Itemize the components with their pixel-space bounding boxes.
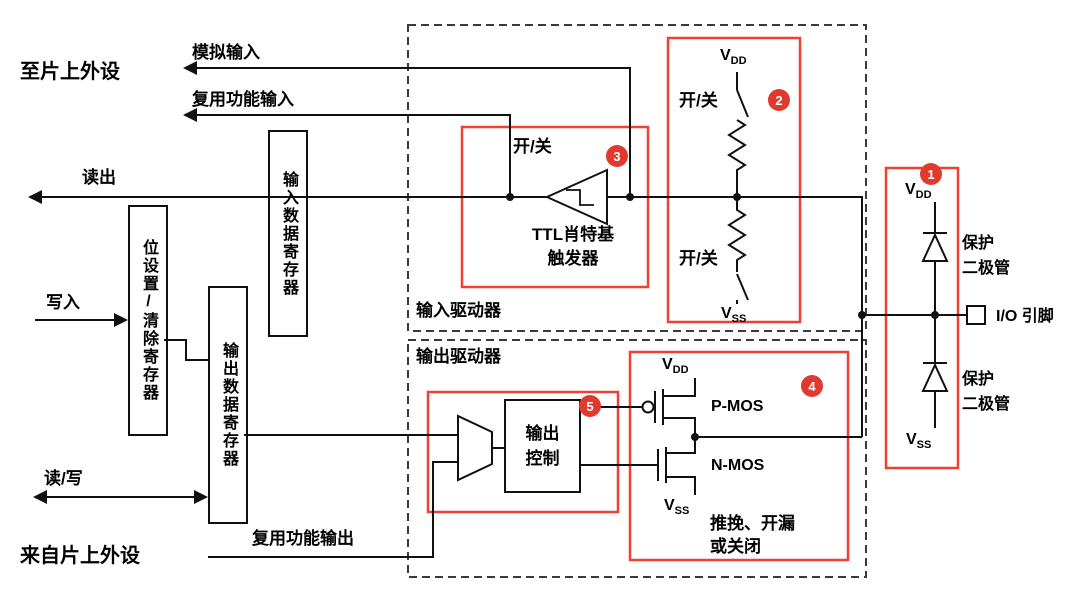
pull-up-down-network (727, 72, 749, 304)
nmos-transistor (657, 437, 696, 495)
protection-diode-top-label: 保护 二极管 (962, 235, 1011, 277)
signal-wires (30, 67, 967, 558)
badge-5: 5 (579, 395, 601, 417)
analog-input-label: 模拟输入 (192, 43, 260, 62)
multiplexer-symbol (457, 414, 493, 482)
write-in-label: 写入 (46, 293, 80, 312)
vss-label-diode: VSS (906, 431, 932, 452)
output-driver-outline (407, 339, 867, 578)
alt-func-output-label: 复用功能输出 (252, 529, 354, 548)
vdd-label-mos: VDD (662, 356, 689, 377)
protection-diodes (921, 202, 949, 428)
io-pin-pad (966, 305, 986, 325)
output-control-block (504, 399, 581, 493)
vdd-label-pull: VDD (720, 47, 747, 68)
on-off-pullup-label: 开/关 (679, 91, 718, 110)
schmitt-trigger-symbol (544, 168, 608, 226)
vdd-label-diode: VDD (905, 181, 932, 202)
on-off-trigger-label: 开/关 (513, 137, 552, 156)
io-pin-label: I/O 引脚 (996, 308, 1054, 325)
from-peripheral-label: 来自片上外设 (20, 545, 140, 567)
protection-diode-bottom-label: 保护 二极管 (962, 371, 1011, 413)
push-pull-label: 推挽、开漏 或关闭 (710, 514, 795, 556)
vss-label-mos: VSS (664, 497, 690, 518)
nmos-label: N-MOS (711, 457, 765, 474)
input-driver-outline (407, 24, 867, 332)
input-driver-label: 输入驱动器 (416, 301, 501, 320)
badge-2: 2 (768, 89, 790, 111)
output-control-red-box (426, 390, 620, 514)
bit-set-clear-register: 位设置/清除寄存器 (128, 205, 168, 436)
output-data-register: 输出数据寄存器 (208, 286, 248, 524)
badge-4: 4 (801, 375, 823, 397)
protection-diodes-box (884, 166, 960, 470)
input-data-register: 输入数据寄存器 (268, 130, 308, 337)
badge-3: 3 (606, 145, 628, 167)
arrowheads (28, 61, 208, 504)
pull-up-down-box (666, 36, 802, 324)
badge-1: 1 (920, 163, 942, 185)
read-write-label: 读/写 (44, 469, 83, 488)
ttl-schmitt-label: TTL肖特基 触发器 (531, 225, 615, 268)
to-peripheral-label: 至片上外设 (20, 61, 120, 83)
mos-output-stage-box (628, 350, 850, 562)
schmitt-trigger-box (460, 125, 650, 289)
junction-dots (506, 193, 939, 441)
output-control-label: 输出 控制 (525, 424, 560, 468)
pmos-label: P-MOS (711, 398, 764, 415)
output-driver-label: 输出驱动器 (416, 347, 501, 366)
read-out-label: 读出 (82, 168, 116, 187)
pmos-transistor (641, 378, 696, 437)
on-off-pulldown-label: 开/关 (679, 249, 718, 268)
alt-func-input-label: 复用功能输入 (192, 90, 294, 109)
vss-label-pull: VSS (721, 305, 747, 326)
